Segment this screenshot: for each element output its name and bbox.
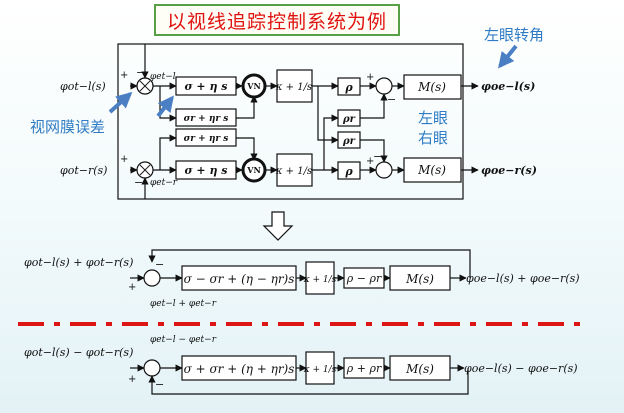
plus-sign: +	[120, 70, 128, 81]
diff-plant-text: M(s)	[405, 362, 434, 376]
input-left-label: φot−l(s)	[60, 80, 106, 93]
diff-input-label: φot−l(s) − φot−r(s)	[24, 346, 133, 359]
forward-right-text: σ + η s	[184, 164, 227, 177]
plant-common	[389, 265, 451, 291]
retina-error-arrow-2	[156, 95, 174, 118]
plant-diff	[389, 355, 451, 381]
block-common-controller	[181, 265, 297, 291]
integrator-left	[276, 69, 313, 103]
rho-left-text: ρ	[344, 81, 353, 94]
block-cross-2	[175, 128, 237, 147]
vn-node-right	[241, 157, 267, 183]
sum-junction-left-motor	[375, 77, 393, 95]
minus-sign: −	[373, 150, 382, 163]
gain-common	[343, 267, 385, 289]
integrator-right	[276, 153, 313, 187]
minus-sign: −	[155, 378, 164, 391]
plant-right-text: M(s)	[417, 163, 446, 177]
plus-sign: +	[366, 72, 374, 83]
retina-error-callout: 视网膜误差	[30, 118, 106, 136]
rho-right-text: ρ	[344, 165, 353, 178]
plus-sign: +	[128, 282, 136, 293]
rho-r-1-text: ρr	[342, 114, 356, 125]
retina-error-arrow-1	[108, 91, 133, 114]
minus-sign: −	[136, 66, 145, 79]
plus-sign: +	[120, 154, 128, 165]
gain-rho-r-2	[337, 131, 361, 149]
gain-rho-left	[337, 77, 361, 96]
gain-rho-r-1	[337, 109, 361, 127]
sum-junction-right-motor	[375, 161, 393, 179]
error-right-label: φet−r	[150, 178, 178, 188]
diff-error-label: φet−l − φet−r	[150, 335, 217, 345]
minus-sign: −	[134, 176, 143, 189]
forward-left-text: σ + η s	[184, 80, 227, 93]
common-input-label: φot−l(s) + φot−r(s)	[24, 256, 133, 269]
output-left-label: φoe−l(s)	[481, 80, 535, 93]
block-cross-1	[175, 108, 237, 127]
integrator-common	[305, 261, 335, 295]
sum-junction-diff	[143, 359, 161, 377]
plus-sign: +	[128, 374, 136, 385]
diff-gain-text: ρ + ρr	[346, 362, 382, 375]
common-gain-text: ρ − ρr	[346, 272, 382, 285]
minus-sign: −	[155, 258, 164, 271]
cross-2-text: σr + ηr s	[184, 134, 229, 144]
vn-node-left	[241, 73, 267, 99]
right-eye-label: 右眼	[418, 129, 449, 147]
rho-r-2-text: ρr	[342, 136, 356, 147]
error-left-label: φet−l	[150, 72, 176, 82]
diff-output-label: φoe−l(s) − φoe−r(s)	[464, 362, 578, 375]
left-eye-angle-callout: 左眼转角	[484, 26, 545, 44]
vn-text-right: VN	[246, 165, 261, 175]
common-integrator-text: κ + 1/s	[303, 275, 337, 285]
integrator-left-text: κ + 1/s	[275, 82, 312, 93]
gain-rho-right	[337, 161, 361, 180]
minus-sign: −	[387, 93, 396, 106]
common-error-label: φet−l + φet−r	[150, 299, 217, 309]
common-controller-text: σ − σr + (η − ηr)s	[184, 272, 295, 286]
sum-junction-common	[143, 269, 161, 287]
block-forward-left	[175, 76, 237, 96]
plant-right	[403, 157, 462, 183]
block-diff-controller	[181, 355, 297, 381]
plant-left	[403, 74, 462, 100]
output-right-label: φoe−r(s)	[481, 164, 537, 177]
integrator-right-text: κ + 1/s	[275, 166, 312, 177]
left-eye-label: 左眼	[418, 109, 449, 127]
top-feedback-frame	[117, 43, 464, 200]
transform-down-arrow	[262, 211, 294, 241]
diff-integrator-text: κ + 1/s	[303, 365, 337, 375]
gain-diff	[343, 357, 385, 379]
left-eye-angle-arrow	[498, 44, 518, 69]
common-output-label: φoe−l(s) + φoe−r(s)	[466, 272, 580, 285]
common-plant-text: M(s)	[405, 272, 434, 286]
plus-sign: +	[366, 156, 374, 167]
vn-text-left: VN	[246, 81, 261, 91]
input-right-label: φot−r(s)	[60, 164, 107, 177]
block-forward-right	[175, 160, 237, 180]
slide-title: 以视线追踪控制系统为例	[154, 4, 400, 36]
plant-left-text: M(s)	[417, 80, 446, 94]
cross-1-text: σr + ηr s	[184, 114, 229, 124]
diff-controller-text: σ + σr + (η + ηr)s	[184, 362, 295, 376]
integrator-diff	[305, 351, 335, 385]
